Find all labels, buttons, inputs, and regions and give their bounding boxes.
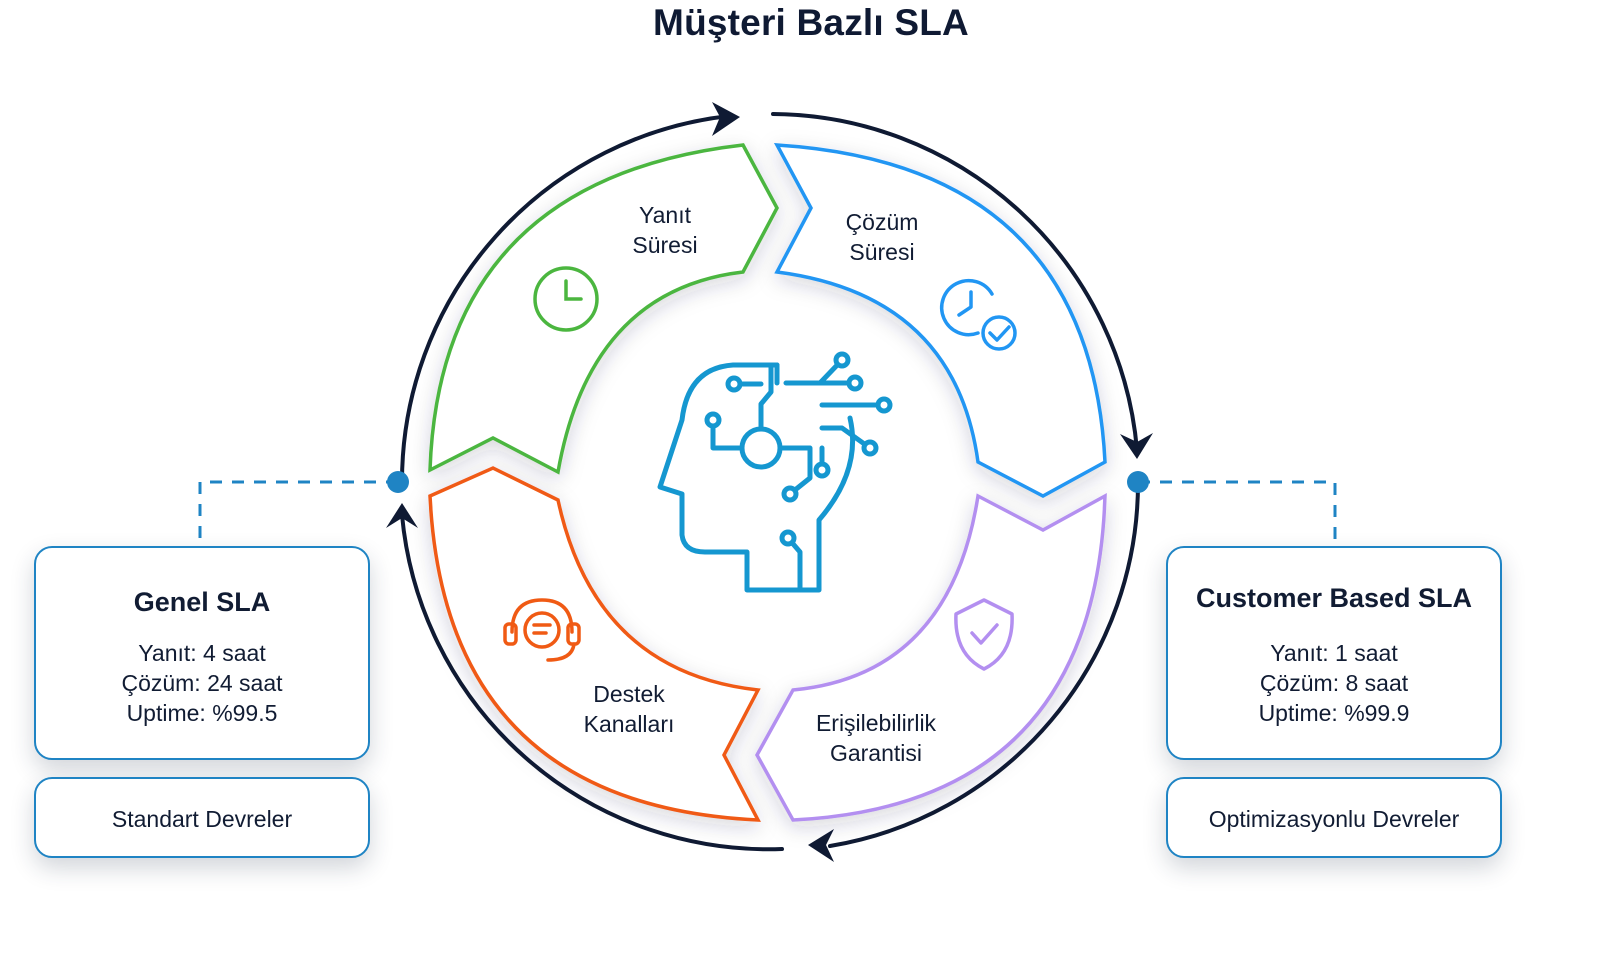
genel-sla-title: Genel SLA bbox=[133, 587, 271, 617]
arrowhead-right-icon bbox=[1120, 433, 1153, 459]
arrowhead-bottom-icon bbox=[808, 829, 834, 862]
connector-dot-left bbox=[387, 471, 409, 493]
customer-based-sla-title: Customer Based SLA bbox=[1195, 583, 1473, 613]
page-title: Müşteri Bazlı SLA bbox=[653, 2, 969, 43]
cycle-arc-bottom-right bbox=[828, 480, 1141, 848]
connector-right bbox=[1127, 471, 1337, 546]
ring-segments bbox=[428, 143, 1107, 822]
clock-check-icon bbox=[939, 278, 1017, 351]
shield-check-icon bbox=[954, 598, 1014, 671]
segment-cozum bbox=[773, 143, 1107, 498]
segment-destek bbox=[428, 466, 761, 822]
genel-sla-card: Genel SLA Yanıt: 4 saat Çözüm: 24 saat U… bbox=[34, 546, 370, 760]
optimizasyonlu-devreler-card: Optimizasyonlu Devreler bbox=[1166, 777, 1502, 858]
customer-sla-yanit: Yanıt: 1 saat bbox=[1270, 640, 1398, 666]
customer-sla-uptime: Uptime: %99.9 bbox=[1258, 700, 1410, 726]
segment-erisim bbox=[754, 492, 1107, 822]
genel-sla-cozum: Çözüm: 24 saat bbox=[121, 670, 283, 696]
cycle-arc-bottom-left bbox=[400, 513, 784, 852]
standart-devreler-card: Standart Devreler bbox=[34, 777, 370, 858]
cycle-arrowheads bbox=[386, 102, 1153, 862]
connector-dot-right bbox=[1127, 471, 1149, 493]
segment-yanit bbox=[428, 143, 779, 475]
customer-based-sla-card: Customer Based SLA Yanıt: 1 saat Çözüm: … bbox=[1166, 546, 1502, 760]
customer-sla-cozum: Çözüm: 8 saat bbox=[1259, 670, 1409, 696]
headset-chat-icon bbox=[503, 598, 581, 662]
arrowhead-top-icon bbox=[712, 102, 740, 136]
connector-left bbox=[198, 471, 409, 546]
segment-label-cozum: Çözüm Süresi bbox=[845, 209, 919, 265]
genel-sla-details: Yanıt: 4 saat Çözüm: 24 saat Uptime: %99… bbox=[36, 638, 368, 728]
cycle-arrows bbox=[399, 112, 1141, 852]
clock-icon bbox=[533, 266, 599, 332]
ai-head-circuit-icon bbox=[657, 351, 893, 593]
cycle-arc-top-left bbox=[399, 114, 731, 484]
arrowhead-left-icon bbox=[386, 503, 418, 528]
segment-label-destek: Destek Kanalları bbox=[583, 681, 675, 737]
genel-sla-uptime: Uptime: %99.5 bbox=[126, 700, 278, 726]
customer-based-sla-details: Yanıt: 1 saat Çözüm: 8 saat Uptime: %99.… bbox=[1168, 638, 1500, 728]
genel-sla-yanit: Yanıt: 4 saat bbox=[138, 640, 266, 666]
segment-label-erisim: Erişilebilirlik Garantisi bbox=[815, 710, 937, 766]
cycle-arc-top-right bbox=[771, 112, 1139, 452]
segment-label-yanit: Yanıt Süresi bbox=[632, 202, 698, 258]
